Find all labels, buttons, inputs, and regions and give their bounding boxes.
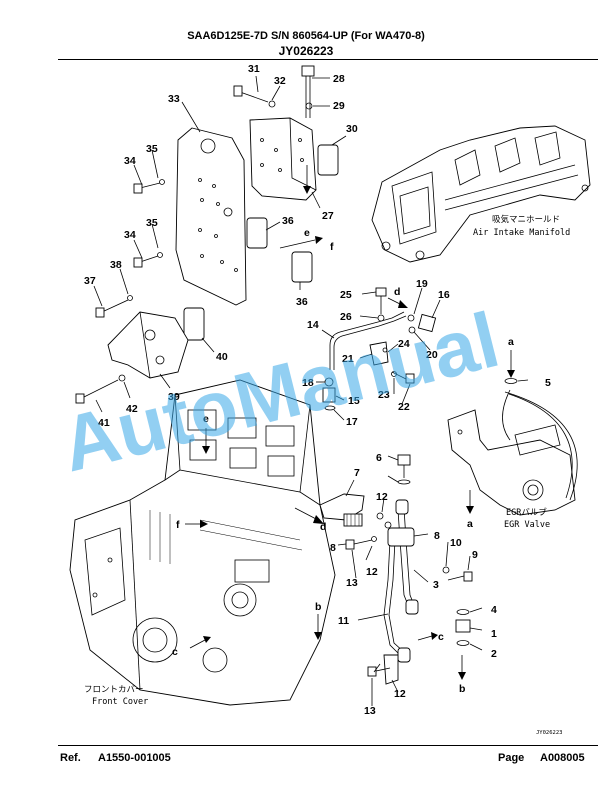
leader-lines <box>93 75 529 706</box>
callout-15: 15 <box>348 395 360 407</box>
gasket-5 <box>504 378 518 384</box>
callout-40: 40 <box>216 351 228 363</box>
callout-8-right: 8 <box>434 530 440 542</box>
reference-letters: a a b b c c d d e e f f <box>172 227 514 695</box>
footer-ref-value: A1550-001005 <box>98 752 171 764</box>
header-rule <box>58 59 598 60</box>
callout-8-left: 8 <box>330 542 336 554</box>
callout-27: 27 <box>322 210 334 222</box>
spacer-30 <box>317 144 339 176</box>
tube-assembly <box>319 454 419 685</box>
callout-17: 17 <box>346 416 358 428</box>
footer-page-label: Page <box>498 752 525 764</box>
callout-11: 11 <box>338 615 349 627</box>
callout-24: 24 <box>398 338 410 350</box>
bolts-upper <box>75 65 315 404</box>
callout-26: 26 <box>340 311 352 323</box>
callout-5: 5 <box>545 377 551 389</box>
spacer-40 <box>183 307 205 341</box>
callout-numbers: 1 2 3 4 5 6 7 8 8 9 10 11 12 12 12 13 13… <box>84 63 551 717</box>
front-cover-label-jp: フロントカバー <box>84 685 144 695</box>
air-intake-manifold <box>371 125 591 263</box>
callout-4: 4 <box>491 604 497 616</box>
callout-34-upper: 34 <box>124 155 136 167</box>
callout-34-lower: 34 <box>124 229 136 241</box>
callout-23: 23 <box>378 389 390 401</box>
ref-a-lower: a <box>467 518 473 530</box>
egr-valve-label-jp: EGRバルブ <box>506 507 547 518</box>
ref-e-lower: e <box>203 413 209 425</box>
callout-12-mid: 12 <box>366 566 378 578</box>
mounting-plate <box>175 127 247 306</box>
callout-14: 14 <box>307 319 319 331</box>
callout-31: 31 <box>248 63 260 75</box>
ref-a-upper: a <box>508 336 514 348</box>
footer-ref-label: Ref. <box>60 752 81 764</box>
footer-page-value: A008005 <box>540 752 585 764</box>
callout-35-upper: 35 <box>146 143 158 155</box>
drawing-code: JY026223 <box>278 44 334 58</box>
front-cover-label-en: Front Cover <box>92 697 148 707</box>
bolts-lower <box>345 512 473 677</box>
callout-12-upper: 12 <box>376 491 388 503</box>
callout-10: 10 <box>450 537 462 549</box>
ref-c-left: c <box>172 646 178 658</box>
callout-37: 37 <box>84 275 96 287</box>
callout-18: 18 <box>302 377 314 389</box>
callout-16: 16 <box>438 289 450 301</box>
callout-41: 41 <box>98 417 110 429</box>
callout-19: 19 <box>416 278 428 290</box>
ref-b-left: b <box>315 601 321 613</box>
egr-valve <box>447 389 578 516</box>
ref-d-lower: d <box>320 521 326 533</box>
callout-33: 33 <box>168 93 180 105</box>
callout-36-upper: 36 <box>282 215 294 227</box>
pipe-14 <box>322 311 407 411</box>
spacer-36-lower <box>291 251 313 283</box>
callout-38: 38 <box>110 259 122 271</box>
ref-c-right: c <box>438 631 444 643</box>
callout-9: 9 <box>472 549 478 561</box>
callout-30: 30 <box>346 123 358 135</box>
callout-28: 28 <box>333 73 345 85</box>
bracket-21 <box>369 341 389 366</box>
callout-32: 32 <box>274 75 286 87</box>
callout-25: 25 <box>340 289 352 301</box>
connector-1 <box>455 609 471 646</box>
callout-12-lower: 12 <box>394 688 406 700</box>
callout-1: 1 <box>491 628 497 640</box>
fitting-16 <box>407 313 437 334</box>
callout-20: 20 <box>426 349 438 361</box>
callout-13-lower: 13 <box>364 705 376 717</box>
callout-2: 2 <box>491 648 497 660</box>
engine-block <box>69 379 336 706</box>
bracket-39 <box>107 311 189 379</box>
ref-b-right: b <box>459 683 465 695</box>
model-line: SAA6D125E-7D S/N 860564-UP (For WA470-8) <box>187 30 425 42</box>
footer-rule <box>58 745 598 746</box>
callout-22: 22 <box>398 401 410 413</box>
ref-d-upper: d <box>394 286 400 298</box>
ref-f-upper: f <box>330 241 334 253</box>
callout-39: 39 <box>168 391 180 403</box>
callout-7: 7 <box>354 467 360 479</box>
callout-21: 21 <box>342 353 354 365</box>
callout-6: 6 <box>376 452 382 464</box>
callout-35-lower: 35 <box>146 217 158 229</box>
direction-arrows <box>185 165 515 680</box>
callout-36-lower: 36 <box>296 296 308 308</box>
callout-13-upper: 13 <box>346 577 358 589</box>
callout-29: 29 <box>333 100 345 112</box>
ref-f-lower: f <box>176 519 180 531</box>
egr-valve-label-en: EGR Valve <box>504 520 550 530</box>
callout-3: 3 <box>433 579 439 591</box>
air-intake-label-en: Air Intake Manifold <box>473 228 570 238</box>
air-intake-label-jp: 吸気マニホールド <box>492 214 560 225</box>
callout-42: 42 <box>126 403 138 415</box>
ref-e-upper: e <box>304 227 310 239</box>
spacer-36-upper <box>246 217 268 249</box>
corner-drawing-code: JY026223 <box>536 730 563 736</box>
